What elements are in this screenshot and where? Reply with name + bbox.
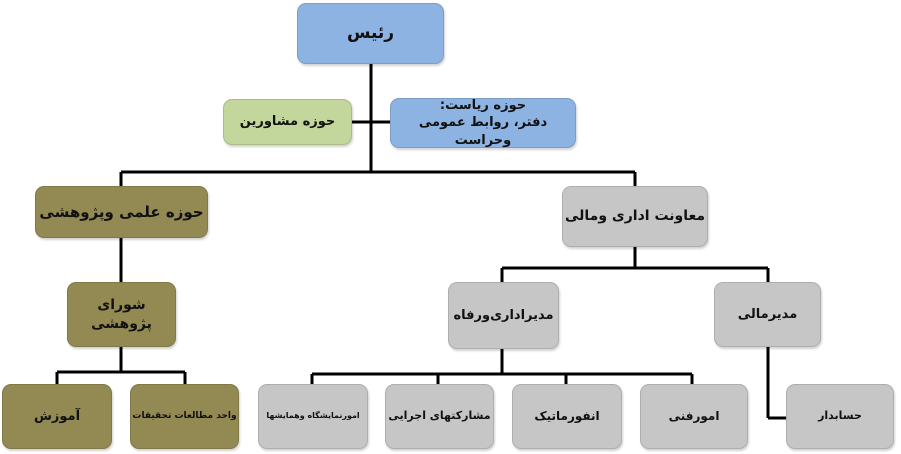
node-research-council-label: شورای پژوهشی (91, 296, 152, 332)
node-education: آموزش (2, 384, 112, 449)
node-education-label: آموزش (33, 408, 81, 424)
node-executive-label: مشارکتهای اجرایی (388, 409, 491, 423)
node-head: رئیس (297, 3, 444, 64)
node-presidency-title: حوزه ریاست: (439, 97, 527, 113)
node-advisory: حوزه مشاورین (223, 99, 352, 145)
node-technical-label: امورفنی (668, 409, 720, 424)
node-research-council: شورای پژوهشی (67, 282, 176, 347)
node-accountant-label: حسابدار (818, 409, 862, 423)
node-studies-unit-label: واحد مطالعات تحقیقات (132, 411, 237, 422)
node-advisory-label: حوزه مشاورین (239, 114, 336, 130)
node-technical: امورفنی (640, 384, 748, 449)
node-executive: مشارکتهای اجرایی (385, 384, 494, 449)
node-admin-deputy-label: معاونت اداری ومالی (564, 208, 706, 225)
node-admin-welfare-label: مدیراداری‌ورفاه (453, 307, 554, 323)
node-head-label: رئیس (346, 23, 395, 44)
node-exhibitions-label: امورنمایشگاه وهمایشها (266, 411, 360, 421)
node-presidency-sub: دفتر، روابط عمومی وحراست (418, 115, 548, 148)
node-presidency: حوزه ریاست: دفتر، روابط عمومی وحراست (390, 98, 576, 148)
node-research-area-label: حوزه علمی وپژوهشی (39, 202, 204, 221)
node-informatics: انفورماتیک (512, 384, 622, 449)
node-finance-manager: مدیرمالی (714, 282, 821, 347)
node-exhibitions: امورنمایشگاه وهمایشها (258, 384, 368, 449)
node-studies-unit: واحد مطالعات تحقیقات (130, 384, 239, 449)
node-research-area: حوزه علمی وپژوهشی (35, 186, 208, 238)
node-informatics-label: انفورماتیک (534, 409, 600, 424)
node-admin-welfare: مدیراداری‌ورفاه (448, 282, 559, 349)
node-finance-manager-label: مدیرمالی (737, 306, 798, 322)
node-accountant: حسابدار (786, 384, 894, 449)
node-admin-deputy: معاونت اداری ومالی (562, 186, 708, 247)
